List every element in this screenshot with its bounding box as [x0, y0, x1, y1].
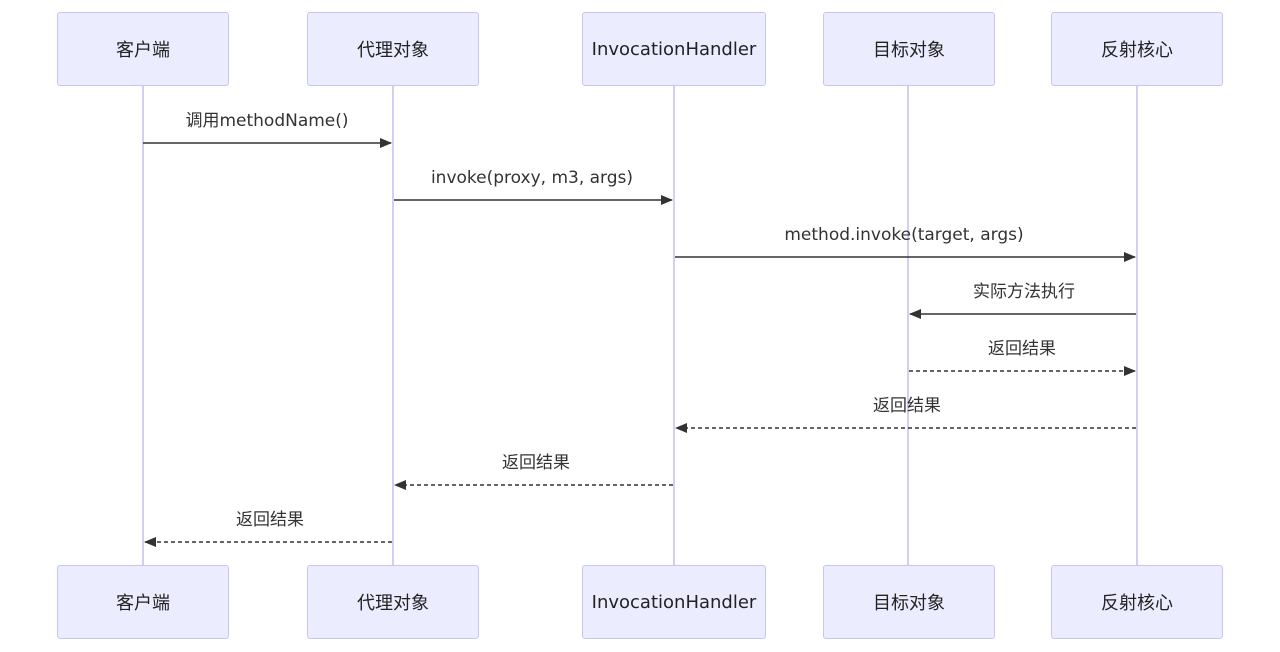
actor-label: 目标对象 [873, 40, 945, 61]
actor-label: 反射核心 [1101, 40, 1173, 61]
message-8: 返回结果 [144, 510, 392, 547]
actor-reflect-top: 反射核心 [1051, 12, 1223, 86]
lifeline-client [142, 85, 144, 566]
message-3: method.invoke(target, args) [675, 225, 1136, 262]
actor-handler-top: InvocationHandler [582, 12, 766, 86]
actor-target-top: 目标对象 [823, 12, 995, 86]
actor-label: InvocationHandler [591, 38, 757, 60]
message-5: 返回结果 [909, 339, 1136, 376]
actor-label: 反射核心 [1101, 593, 1173, 614]
lifeline-handler [673, 85, 675, 566]
message-label: method.invoke(target, args) [784, 225, 1023, 245]
message-label: invoke(proxy, m3, args) [431, 168, 633, 188]
message-1: 调用methodName() [143, 111, 392, 148]
actor-label: 目标对象 [873, 593, 945, 614]
message-6: 返回结果 [675, 396, 1136, 433]
message-4: 实际方法执行 [909, 282, 1136, 319]
actor-label: 代理对象 [357, 593, 429, 614]
message-label: 返回结果 [236, 510, 304, 530]
actor-client-top: 客户端 [57, 12, 229, 86]
lifeline-target [907, 85, 909, 566]
lifeline-proxy [392, 85, 394, 566]
actor-proxy-bottom: 代理对象 [307, 565, 479, 639]
actor-target-bottom: 目标对象 [823, 565, 995, 639]
actor-client-bottom: 客户端 [57, 565, 229, 639]
message-label: 调用methodName() [185, 111, 348, 131]
actor-label: 客户端 [116, 40, 170, 61]
actor-proxy-top: 代理对象 [307, 12, 479, 86]
message-7: 返回结果 [394, 453, 673, 490]
actor-label: 代理对象 [357, 40, 429, 61]
message-label: 返回结果 [502, 453, 570, 473]
actor-label: 客户端 [116, 593, 170, 614]
actor-label: InvocationHandler [591, 591, 757, 613]
message-2: invoke(proxy, m3, args) [394, 168, 673, 205]
lifeline-reflect [1136, 85, 1138, 566]
actor-handler-bottom: InvocationHandler [582, 565, 766, 639]
message-label: 实际方法执行 [973, 282, 1075, 302]
message-label: 返回结果 [988, 339, 1056, 359]
message-label: 返回结果 [873, 396, 941, 416]
actor-reflect-bottom: 反射核心 [1051, 565, 1223, 639]
